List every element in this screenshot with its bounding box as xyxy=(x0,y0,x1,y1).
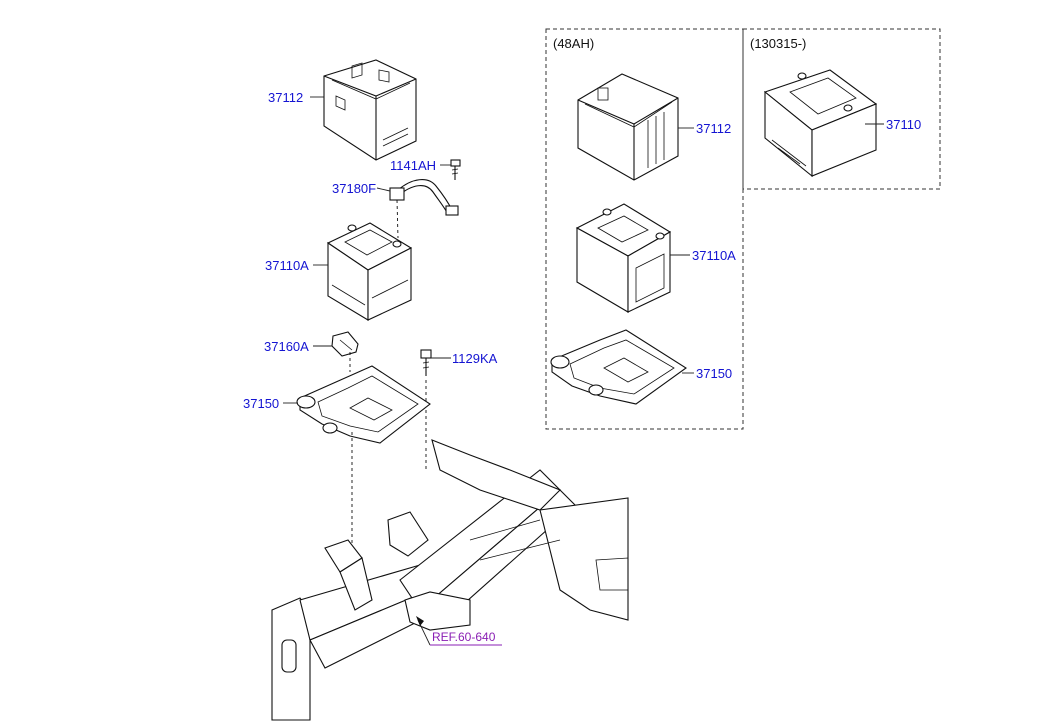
callout-37110a-left: 37110A xyxy=(265,258,309,273)
callout-37110a-48ah: 37110A xyxy=(692,248,736,263)
callout-37110-130315: 37110 xyxy=(886,117,921,132)
battery-tray-drawing-left xyxy=(296,365,431,444)
battery-drawing-48ah xyxy=(575,203,672,313)
battery-tray-drawing-48ah xyxy=(550,329,687,405)
clamp-bolt-drawing xyxy=(450,159,461,180)
variant-label-48ah: (48AH) xyxy=(553,36,594,51)
battery-cover-drawing-48ah xyxy=(577,73,679,181)
battery-drawing-130315 xyxy=(763,69,878,178)
battery-cover-drawing xyxy=(323,59,417,161)
vehicle-chassis-drawing xyxy=(271,439,629,721)
battery-clamp-drawing xyxy=(331,331,359,372)
callout-37150-48ah: 37150 xyxy=(696,366,732,381)
callout-37180f: 37180F xyxy=(332,181,376,196)
callout-1141ah: 1141AH xyxy=(390,158,436,173)
callout-1129ka: 1129KA xyxy=(452,351,498,366)
battery-drawing-left xyxy=(326,222,413,321)
reference-arrowhead xyxy=(416,616,424,626)
callout-37112-left: 37112 xyxy=(268,90,303,105)
battery-cable-drawing xyxy=(389,179,459,239)
reference-label: REF.60-640 xyxy=(432,630,496,644)
variant-box-48ah xyxy=(545,28,744,430)
callout-37160a: 37160A xyxy=(264,339,309,354)
variant-label-130315: (130315-) xyxy=(750,36,806,51)
callout-37150-left: 37150 xyxy=(243,396,279,411)
tray-bolt-drawing xyxy=(420,349,432,445)
callout-37112-48ah: 37112 xyxy=(696,121,731,136)
variant-box-130315 xyxy=(742,28,941,190)
